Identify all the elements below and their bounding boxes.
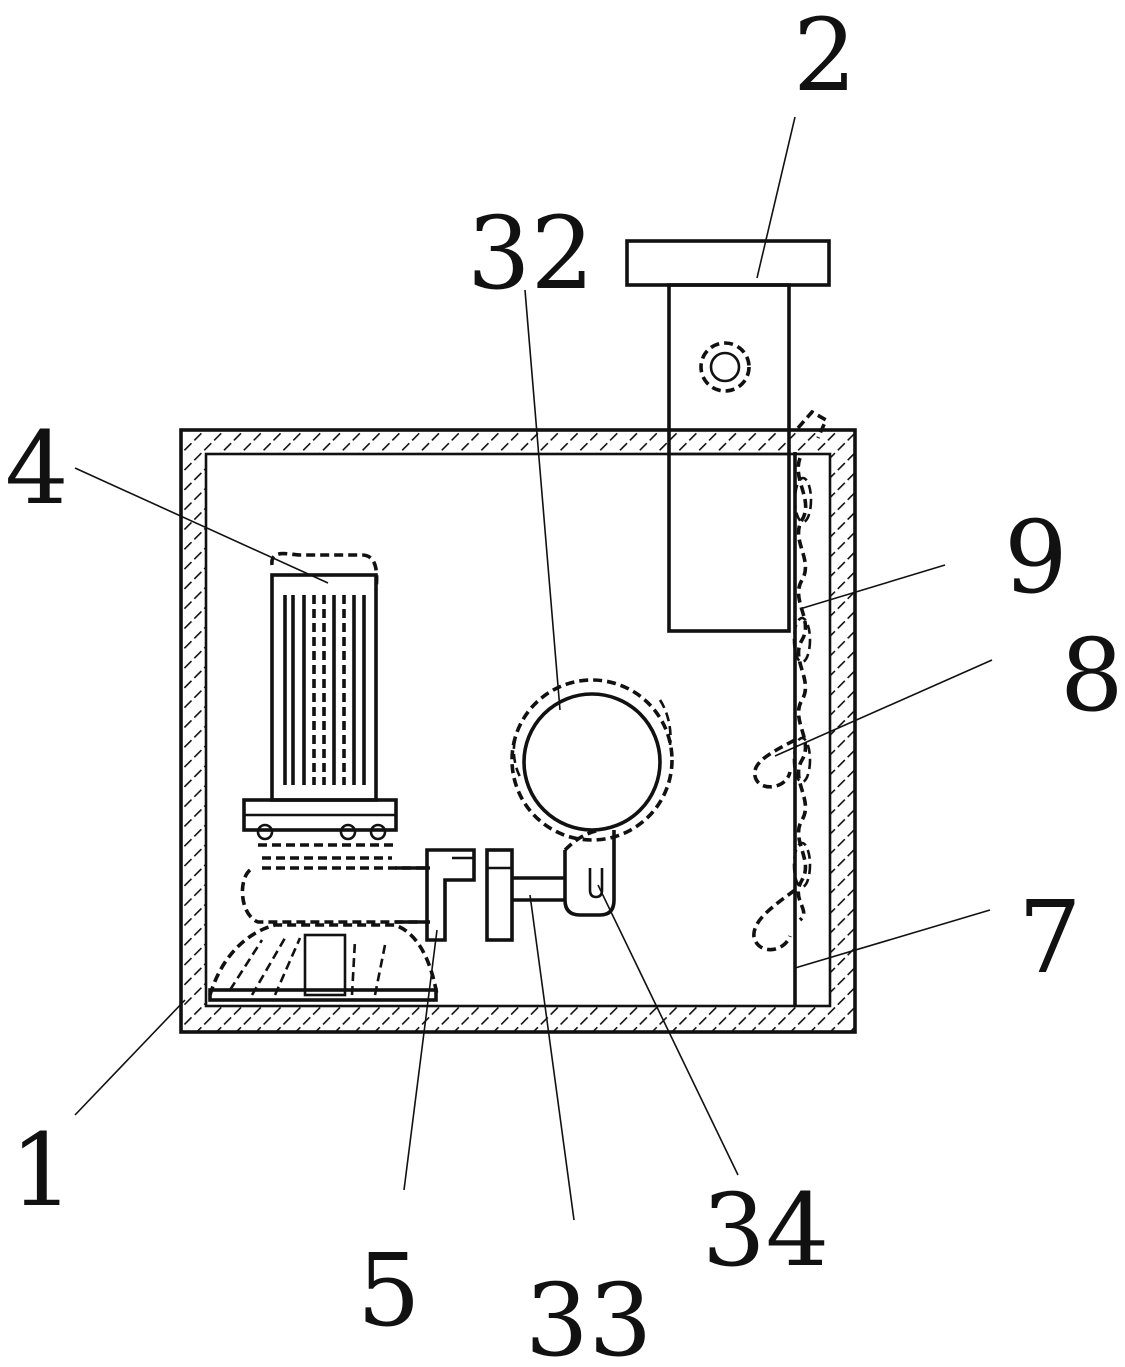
top-fitting [625, 239, 831, 633]
fitting-bolt-outer [699, 341, 751, 393]
flange-bolt-right [369, 823, 387, 841]
pump-base-plate [208, 988, 438, 1002]
fitting-stem [667, 283, 791, 633]
callout-2: 2 [793, 0, 857, 114]
callout-34: 34 [702, 1172, 829, 1289]
callout-7: 7 [1018, 879, 1082, 996]
base-slot-1 [228, 939, 264, 991]
callout-33: 33 [525, 1262, 652, 1367]
callout-4: 4 [5, 410, 69, 527]
hook-lower [752, 888, 797, 952]
float-ring-detail [512, 699, 672, 781]
pump-assembly [208, 551, 439, 1002]
callout-1: 1 [10, 1112, 74, 1229]
coupling [425, 848, 476, 942]
elbow [563, 830, 616, 917]
leader-lines [74, 116, 993, 1221]
leader-8 [774, 659, 993, 757]
leader-4 [74, 467, 329, 584]
float-ring-inner [522, 692, 662, 832]
float-ring-outer [510, 678, 674, 842]
callout-9: 9 [1004, 499, 1068, 616]
base-slot-4 [303, 933, 347, 997]
tank-inner-edge [204, 452, 832, 1008]
pump-casing [240, 866, 430, 924]
chain-link-2 [792, 616, 812, 664]
elbow-inner-u [588, 868, 604, 899]
rail-assembly [752, 409, 829, 1006]
chain [796, 457, 808, 922]
chain-link-4 [792, 841, 812, 889]
hook-upper [753, 738, 796, 789]
chain-link-1 [793, 476, 813, 524]
callout-5: 5 [357, 1232, 421, 1349]
motor-fins [283, 595, 366, 785]
tank-housing [179, 428, 857, 1034]
pump-neck [258, 843, 395, 860]
leader-7 [794, 909, 991, 969]
fitting-bolt-inner [709, 351, 741, 383]
leader-33 [529, 894, 575, 1221]
motor-cap [270, 551, 379, 591]
top-clip [796, 409, 829, 439]
pipe-assembly [425, 678, 674, 942]
leader-34 [597, 884, 739, 1176]
leader-2 [756, 116, 796, 279]
valve-body [485, 848, 514, 942]
leader-5 [403, 929, 438, 1191]
tank-outer-edge [179, 428, 857, 1034]
base-slot-2 [250, 937, 287, 996]
elbow-top-dash [563, 828, 601, 852]
callout-8: 8 [1060, 617, 1124, 734]
fitting-cap [625, 239, 831, 287]
leader-32 [524, 289, 561, 711]
callout-32: 32 [467, 195, 594, 312]
base-slot-5 [350, 939, 357, 996]
leader-1 [74, 999, 186, 1116]
flange-bolt-left [256, 823, 274, 841]
flange-bolt-mid [339, 823, 357, 841]
base-slot-6 [373, 944, 387, 996]
valve-outlet [512, 876, 565, 902]
callouts: 1 2 4 5 7 8 9 32 33 34 [5, 0, 1124, 1367]
leader-9 [802, 564, 946, 609]
chain-link-3 [792, 736, 812, 784]
base-slot-3 [273, 937, 302, 996]
pump-base-skirt [208, 923, 439, 996]
